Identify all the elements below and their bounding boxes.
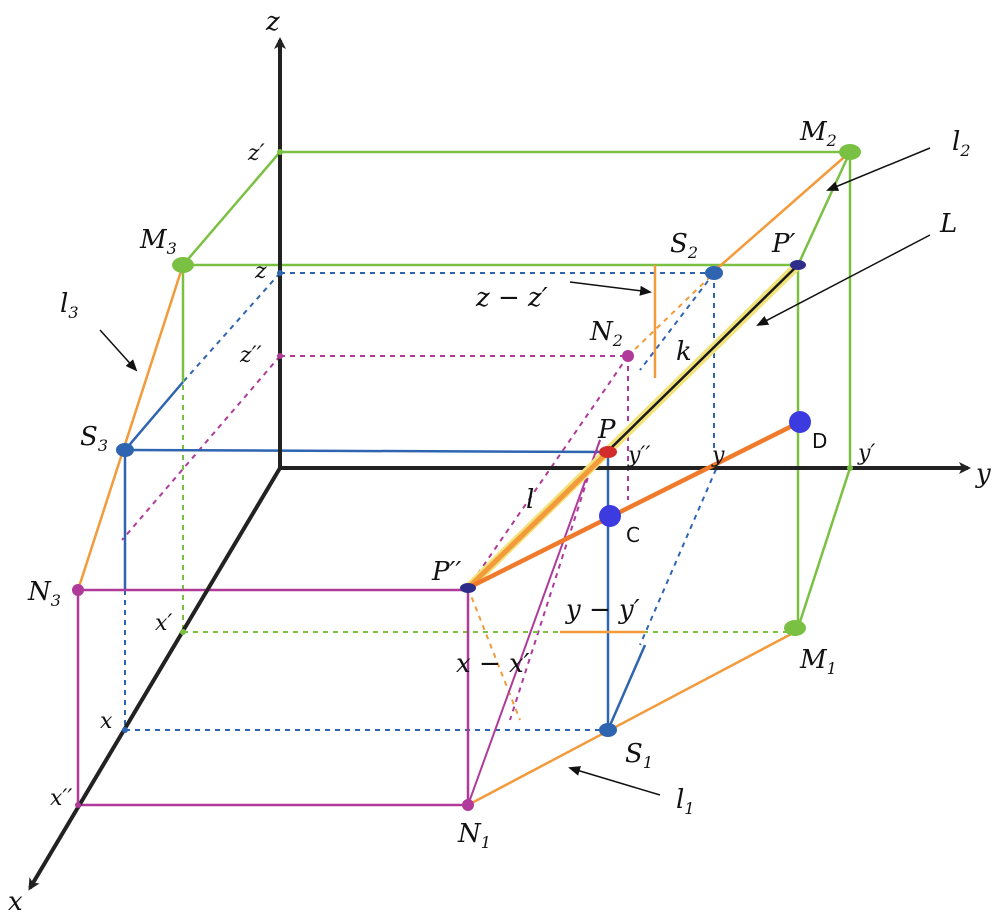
label-l: l: [526, 485, 534, 515]
point-C: [599, 505, 621, 527]
dashed-n2-to-pdp: [467, 355, 629, 589]
dashed-z-to-s3: [182, 272, 281, 383]
arrow-L: [756, 234, 931, 326]
label-z-dprime: z′′: [239, 343, 262, 368]
orange-l1: [467, 630, 796, 807]
tick-zp: [277, 149, 283, 155]
label-z-prime: z′: [247, 141, 265, 166]
blue-s3-p: [124, 448, 609, 454]
tick-z: [277, 270, 283, 276]
tick-xp: [180, 629, 186, 635]
label-S2: S2: [670, 229, 698, 262]
point-S1: [599, 723, 617, 737]
dashed-orange-n2: [627, 272, 715, 357]
label-axis-y: y: [975, 459, 991, 489]
orange-l2: [711, 151, 851, 274]
orange-x-bar: [467, 587, 521, 721]
point-P: [599, 446, 617, 458]
label-y: y: [711, 443, 725, 468]
label-k: k: [676, 337, 692, 367]
label-axis-z: z: [265, 7, 280, 37]
label-M1: M1: [799, 645, 837, 678]
label-N1: N1: [457, 819, 491, 852]
green-pp-m2: [796, 151, 852, 266]
point-N1: [462, 799, 474, 811]
dashed-y-to-s1: [639, 459, 721, 646]
label-l2: l2: [952, 127, 971, 160]
green-yp-m1: [796, 467, 852, 629]
point-S2: [705, 266, 723, 280]
blue-s3-z: [124, 381, 184, 451]
point-N2: [622, 350, 634, 362]
label-x-dprime: x′′: [50, 786, 72, 811]
label-N3: N3: [27, 577, 61, 610]
label-D: D: [812, 429, 827, 453]
label-x-minus-xp: x − x′: [456, 649, 530, 679]
x-axis: [28, 466, 282, 891]
magenta-n1-up: [467, 439, 601, 806]
arrow-l3: [99, 329, 138, 372]
blue-s1-y: [606, 644, 647, 731]
label-z: z: [254, 259, 267, 284]
label-x-prime: x′: [155, 611, 172, 636]
label-S1: S1: [625, 739, 653, 772]
green-zp-m3: [182, 151, 281, 266]
dashed-z2-to-n3: [121, 355, 281, 541]
point-D: [789, 411, 811, 433]
label-P-prime: P′: [771, 229, 795, 259]
label-y-prime: y′: [857, 441, 875, 466]
arrow-z-zp: [569, 281, 652, 296]
label-L: L: [939, 209, 957, 239]
line-CD: [466, 419, 802, 591]
label-P-dprime: P′′: [431, 557, 461, 587]
label-M3: M3: [139, 225, 177, 258]
label-M2: M2: [799, 117, 837, 150]
point-M3: [172, 257, 194, 273]
label-N2: N2: [589, 317, 623, 350]
point-Pp: [790, 260, 806, 270]
arrow-l2: [826, 147, 931, 191]
tick-zdp: [277, 353, 283, 359]
label-l3: l3: [60, 289, 79, 322]
label-x: x: [100, 709, 113, 734]
point-Pdp: [460, 583, 476, 593]
point-S3: [116, 443, 134, 457]
point-M2: [839, 144, 861, 160]
tick-x: [122, 727, 128, 733]
tick-xdp: [75, 802, 81, 808]
label-z-minus-zp: z − z′: [475, 283, 548, 313]
label-S3: S3: [80, 422, 108, 455]
orange-l3: [76, 264, 185, 591]
label-y-minus-yp: y − y′: [565, 595, 640, 625]
arrow-l1: [568, 766, 661, 796]
label-axis-x: x: [8, 887, 23, 916]
label-P: P: [597, 415, 616, 445]
tick-yp: [847, 465, 853, 471]
point-M1: [784, 620, 806, 636]
label-y-dprime: y′′: [627, 443, 650, 468]
point-N3: [72, 584, 84, 596]
line-l-orange: [466, 450, 610, 590]
label-l1: l1: [676, 785, 695, 818]
label-C: C: [626, 523, 640, 547]
dashed-s2-to-p: [639, 272, 715, 371]
